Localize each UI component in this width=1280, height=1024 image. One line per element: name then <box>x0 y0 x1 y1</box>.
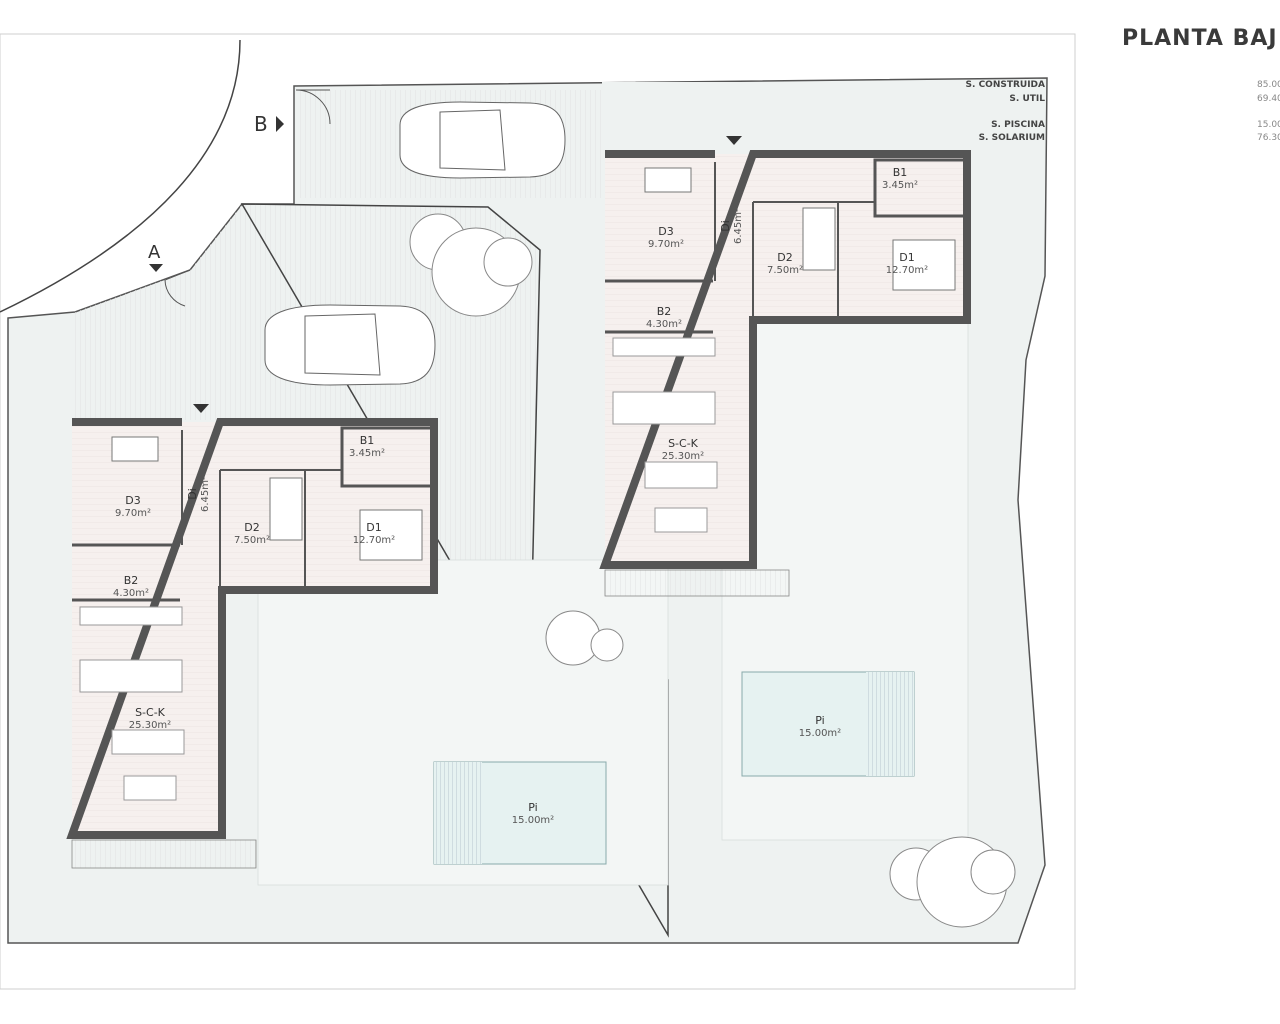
right-d1-area: 12.70m² <box>886 265 928 276</box>
left-sck-area: 25.30m² <box>129 720 171 731</box>
stat-value: 69.40 <box>1257 94 1280 104</box>
marker-b: B <box>254 112 268 136</box>
left-b1-name: B1 <box>360 434 375 447</box>
left-d3-name: D3 <box>125 494 140 507</box>
right-pool-name: Pi <box>815 714 824 727</box>
right-d2-area: 7.50m² <box>767 265 803 276</box>
left-pool-steps <box>434 762 482 864</box>
marker-a-arrow <box>149 264 163 272</box>
marker-b-arrow <box>276 116 284 132</box>
stat-label: S. PISCINA <box>991 120 1045 130</box>
right-b2-area: 4.30m² <box>646 319 682 330</box>
stat-label: S. UTIL <box>1009 94 1045 104</box>
stat-value: 85.00 <box>1257 80 1280 90</box>
right-b1-name: B1 <box>893 166 908 179</box>
left-b1-area: 3.45m² <box>349 448 385 459</box>
left-pool-name: Pi <box>528 801 537 814</box>
right-d3-area: 9.70m² <box>648 239 684 250</box>
sheet-frame <box>0 33 1076 990</box>
tree-group-middle <box>545 610 624 666</box>
stat-label: S. SOLARIUM <box>978 133 1045 143</box>
sheet-title: PLANTA BAJ <box>1122 26 1278 51</box>
right-steps <box>604 569 790 597</box>
street-curve <box>0 39 241 313</box>
left-b2-area: 4.30m² <box>113 588 149 599</box>
gate-b <box>295 89 331 125</box>
car-left <box>264 304 436 386</box>
stat-value: 15.00 <box>1257 120 1280 130</box>
car-top <box>399 101 566 179</box>
right-sck-area: 25.30m² <box>662 451 704 462</box>
left-d2-name: D2 <box>244 521 259 534</box>
right-pool-steps <box>866 672 914 776</box>
left-sck-name: S-C-K <box>135 706 166 719</box>
right-b1-area: 3.45m² <box>882 180 918 191</box>
right-d3-name: D3 <box>658 225 673 238</box>
right-di-name: Di <box>719 220 732 232</box>
gate-a <box>164 269 191 307</box>
house-right <box>599 136 971 569</box>
house-left <box>66 404 438 839</box>
right-d1-name: D1 <box>899 251 914 264</box>
left-b2-name: B2 <box>124 574 139 587</box>
left-d3-area: 9.70m² <box>115 508 151 519</box>
left-pool-area: 15.00m² <box>512 815 554 826</box>
stat-label: S. CONSTRUIDA <box>965 80 1045 90</box>
left-d2-area: 7.50m² <box>234 535 270 546</box>
right-pool-area: 15.00m² <box>799 728 841 739</box>
left-di-name: Di <box>186 488 199 500</box>
right-d2-name: D2 <box>777 251 792 264</box>
right-di-area: 6.45m² <box>733 208 744 244</box>
tree-group-left <box>409 213 533 317</box>
right-sck-name: S-C-K <box>668 437 699 450</box>
left-steps <box>71 839 257 869</box>
marker-a: A <box>148 242 161 263</box>
left-d1-area: 12.70m² <box>353 535 395 546</box>
left-di-area: 6.45m² <box>200 476 211 512</box>
stat-value: 76.30 <box>1257 133 1280 143</box>
tree-group-right <box>889 836 1016 928</box>
garden-strip <box>602 82 968 152</box>
left-d1-name: D1 <box>366 521 381 534</box>
right-b2-name: B2 <box>657 305 672 318</box>
